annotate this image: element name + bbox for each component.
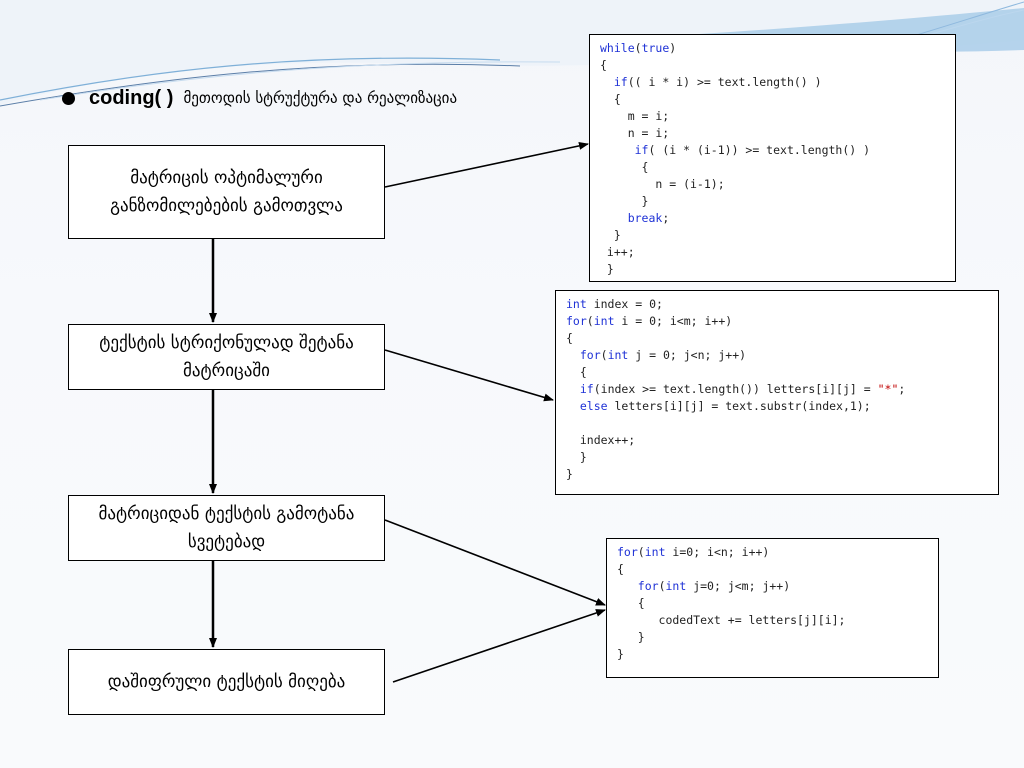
code-line: if( (i * (i-1)) >= text.length() ) bbox=[634, 143, 871, 157]
title-method-name: coding( ) bbox=[89, 86, 174, 109]
flow-box-dimensions: მატრიცის ოპტიმალური განზომილებების გამოთ… bbox=[68, 145, 385, 239]
code-line: ​ bbox=[566, 415, 988, 432]
code-line: codedText += letters[j][i]; bbox=[617, 613, 846, 627]
code-line: for(int i = 0; i<m; i++) bbox=[566, 314, 733, 328]
code-line: i++; bbox=[600, 245, 635, 259]
flow-box-result: დაშიფრული ტექსტის მიღება bbox=[68, 649, 385, 715]
code-line: while(true) bbox=[600, 41, 677, 55]
flow-box-label: მატრიციდან ტექსტის გამოტანა სვეტებად bbox=[98, 504, 355, 552]
code-line: for(int j=0; j<m; j++) bbox=[637, 579, 791, 593]
code-line: { bbox=[600, 160, 649, 174]
arrow-box3-to-code3 bbox=[384, 519, 606, 606]
flow-box-label: ტექსტის სტრიქონულად შეტანა მატრიცაში bbox=[99, 333, 354, 381]
code-line: } bbox=[566, 467, 573, 481]
code-line: { bbox=[600, 58, 607, 72]
code-line: for(int i=0; i<n; i++) bbox=[617, 545, 770, 559]
code-line: break; bbox=[627, 211, 670, 225]
code-line: { bbox=[600, 92, 621, 106]
title-subtitle: მეთოდის სტრუქტურა და რეალიზაცია bbox=[183, 89, 458, 107]
flow-box-read-columns: მატრიციდან ტექსტის გამოტანა სვეტებად bbox=[68, 495, 385, 561]
code-block-dimensions: while(true) { if(( i * i) >= text.length(… bbox=[589, 34, 956, 282]
code-line: m = i; bbox=[600, 109, 670, 123]
code-line: } bbox=[566, 450, 587, 464]
code-line: else letters[i][j] = text.substr(index,1… bbox=[579, 399, 871, 413]
code-line: n = i; bbox=[600, 126, 670, 140]
code-line: { bbox=[617, 562, 624, 576]
code-line: } bbox=[600, 228, 621, 242]
flow-box-label: მატრიცის ოპტიმალური განზომილებების გამოთ… bbox=[110, 168, 343, 216]
code-line: } bbox=[617, 647, 624, 661]
arrow-box1-to-code1 bbox=[384, 141, 589, 188]
code-line: } bbox=[600, 262, 614, 276]
arrow-box2-to-code2 bbox=[384, 349, 554, 402]
code-line: { bbox=[566, 365, 587, 379]
code-line: { bbox=[566, 331, 573, 345]
slide-title: coding( ) მეთოდის სტრუქტურა და რეალიზაცი… bbox=[62, 84, 457, 112]
code-line: if(( i * i) >= text.length() ) bbox=[613, 75, 822, 89]
code-block-read-columns: for(int i=0; i<n; i++) { for(int j=0; j<m… bbox=[606, 538, 939, 678]
code-line: for(int j = 0; j<n; j++) bbox=[579, 348, 747, 362]
code-line: n = (i-1); bbox=[600, 177, 725, 191]
code-block-fill-matrix: int index = 0;for(int i = 0; i<m; i++){ … bbox=[555, 290, 999, 495]
flow-box-fill-matrix: ტექსტის სტრიქონულად შეტანა მატრიცაში bbox=[68, 324, 385, 390]
bullet-icon bbox=[62, 91, 75, 105]
flow-box-label: დაშიფრული ტექსტის მიღება bbox=[107, 672, 346, 692]
code-line: } bbox=[600, 194, 649, 208]
code-line: if(index >= text.length()) letters[i][j]… bbox=[579, 382, 906, 396]
code-line: { bbox=[617, 596, 645, 610]
code-line: } bbox=[617, 630, 645, 644]
code-line: index++; bbox=[566, 433, 636, 447]
code-line: int index = 0; bbox=[566, 297, 663, 311]
arrow-box4-to-code3 bbox=[392, 609, 606, 683]
